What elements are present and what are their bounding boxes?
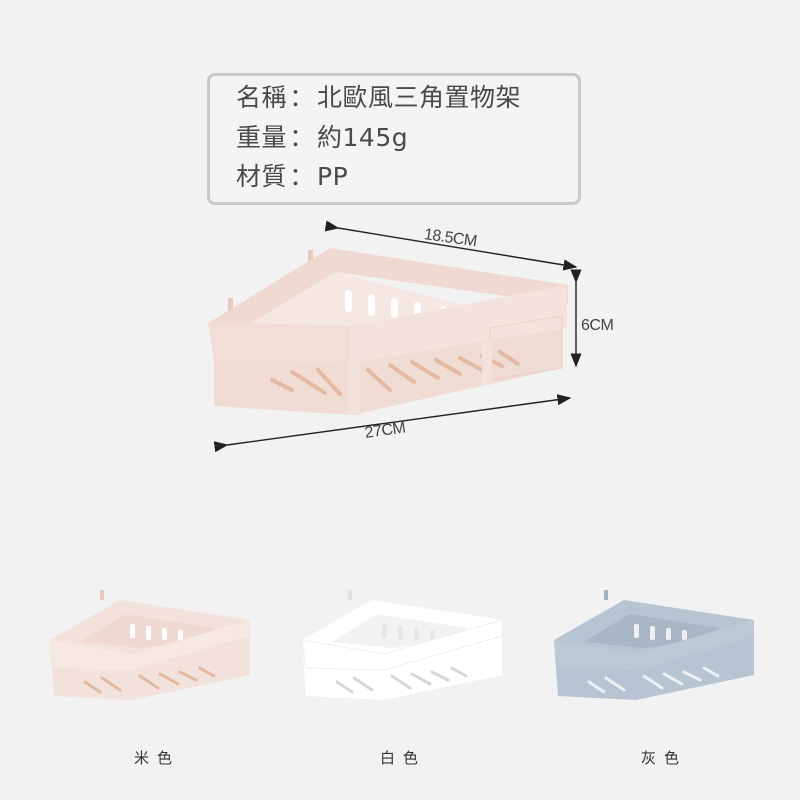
info-row-material: 材質：PP: [236, 162, 348, 192]
info-key: 名稱: [236, 83, 288, 112]
variant-label-grey: 灰色: [641, 749, 688, 767]
main-shelf-illustration: [208, 220, 582, 453]
variant-grey-image: [554, 590, 754, 700]
info-value: 北歐風三角置物架: [317, 83, 522, 112]
info-separator: ：: [289, 123, 315, 152]
dimension-arrow-bottom: [213, 394, 572, 453]
variant-label-beige: 米色: [134, 749, 181, 767]
info-row-weight: 重量：約145g: [236, 123, 408, 153]
info-separator: ：: [289, 162, 315, 191]
info-key: 材質: [236, 162, 288, 191]
variant-white-image: [301, 590, 503, 700]
info-value: PP: [317, 162, 349, 191]
variant-label-white: 白色: [380, 749, 427, 767]
info-key: 重量: [236, 123, 288, 152]
dimension-height: 6CM: [581, 317, 614, 334]
variant-beige-image: [50, 590, 250, 700]
info-value: 約145g: [317, 123, 409, 152]
product-info-box: 名稱：北歐風三角置物架 重量：約145g 材質：PP: [207, 73, 581, 205]
dimension-arrow-top: [324, 220, 578, 271]
info-separator: ：: [289, 83, 315, 112]
info-row-name: 名稱：北歐風三角置物架: [236, 83, 521, 113]
